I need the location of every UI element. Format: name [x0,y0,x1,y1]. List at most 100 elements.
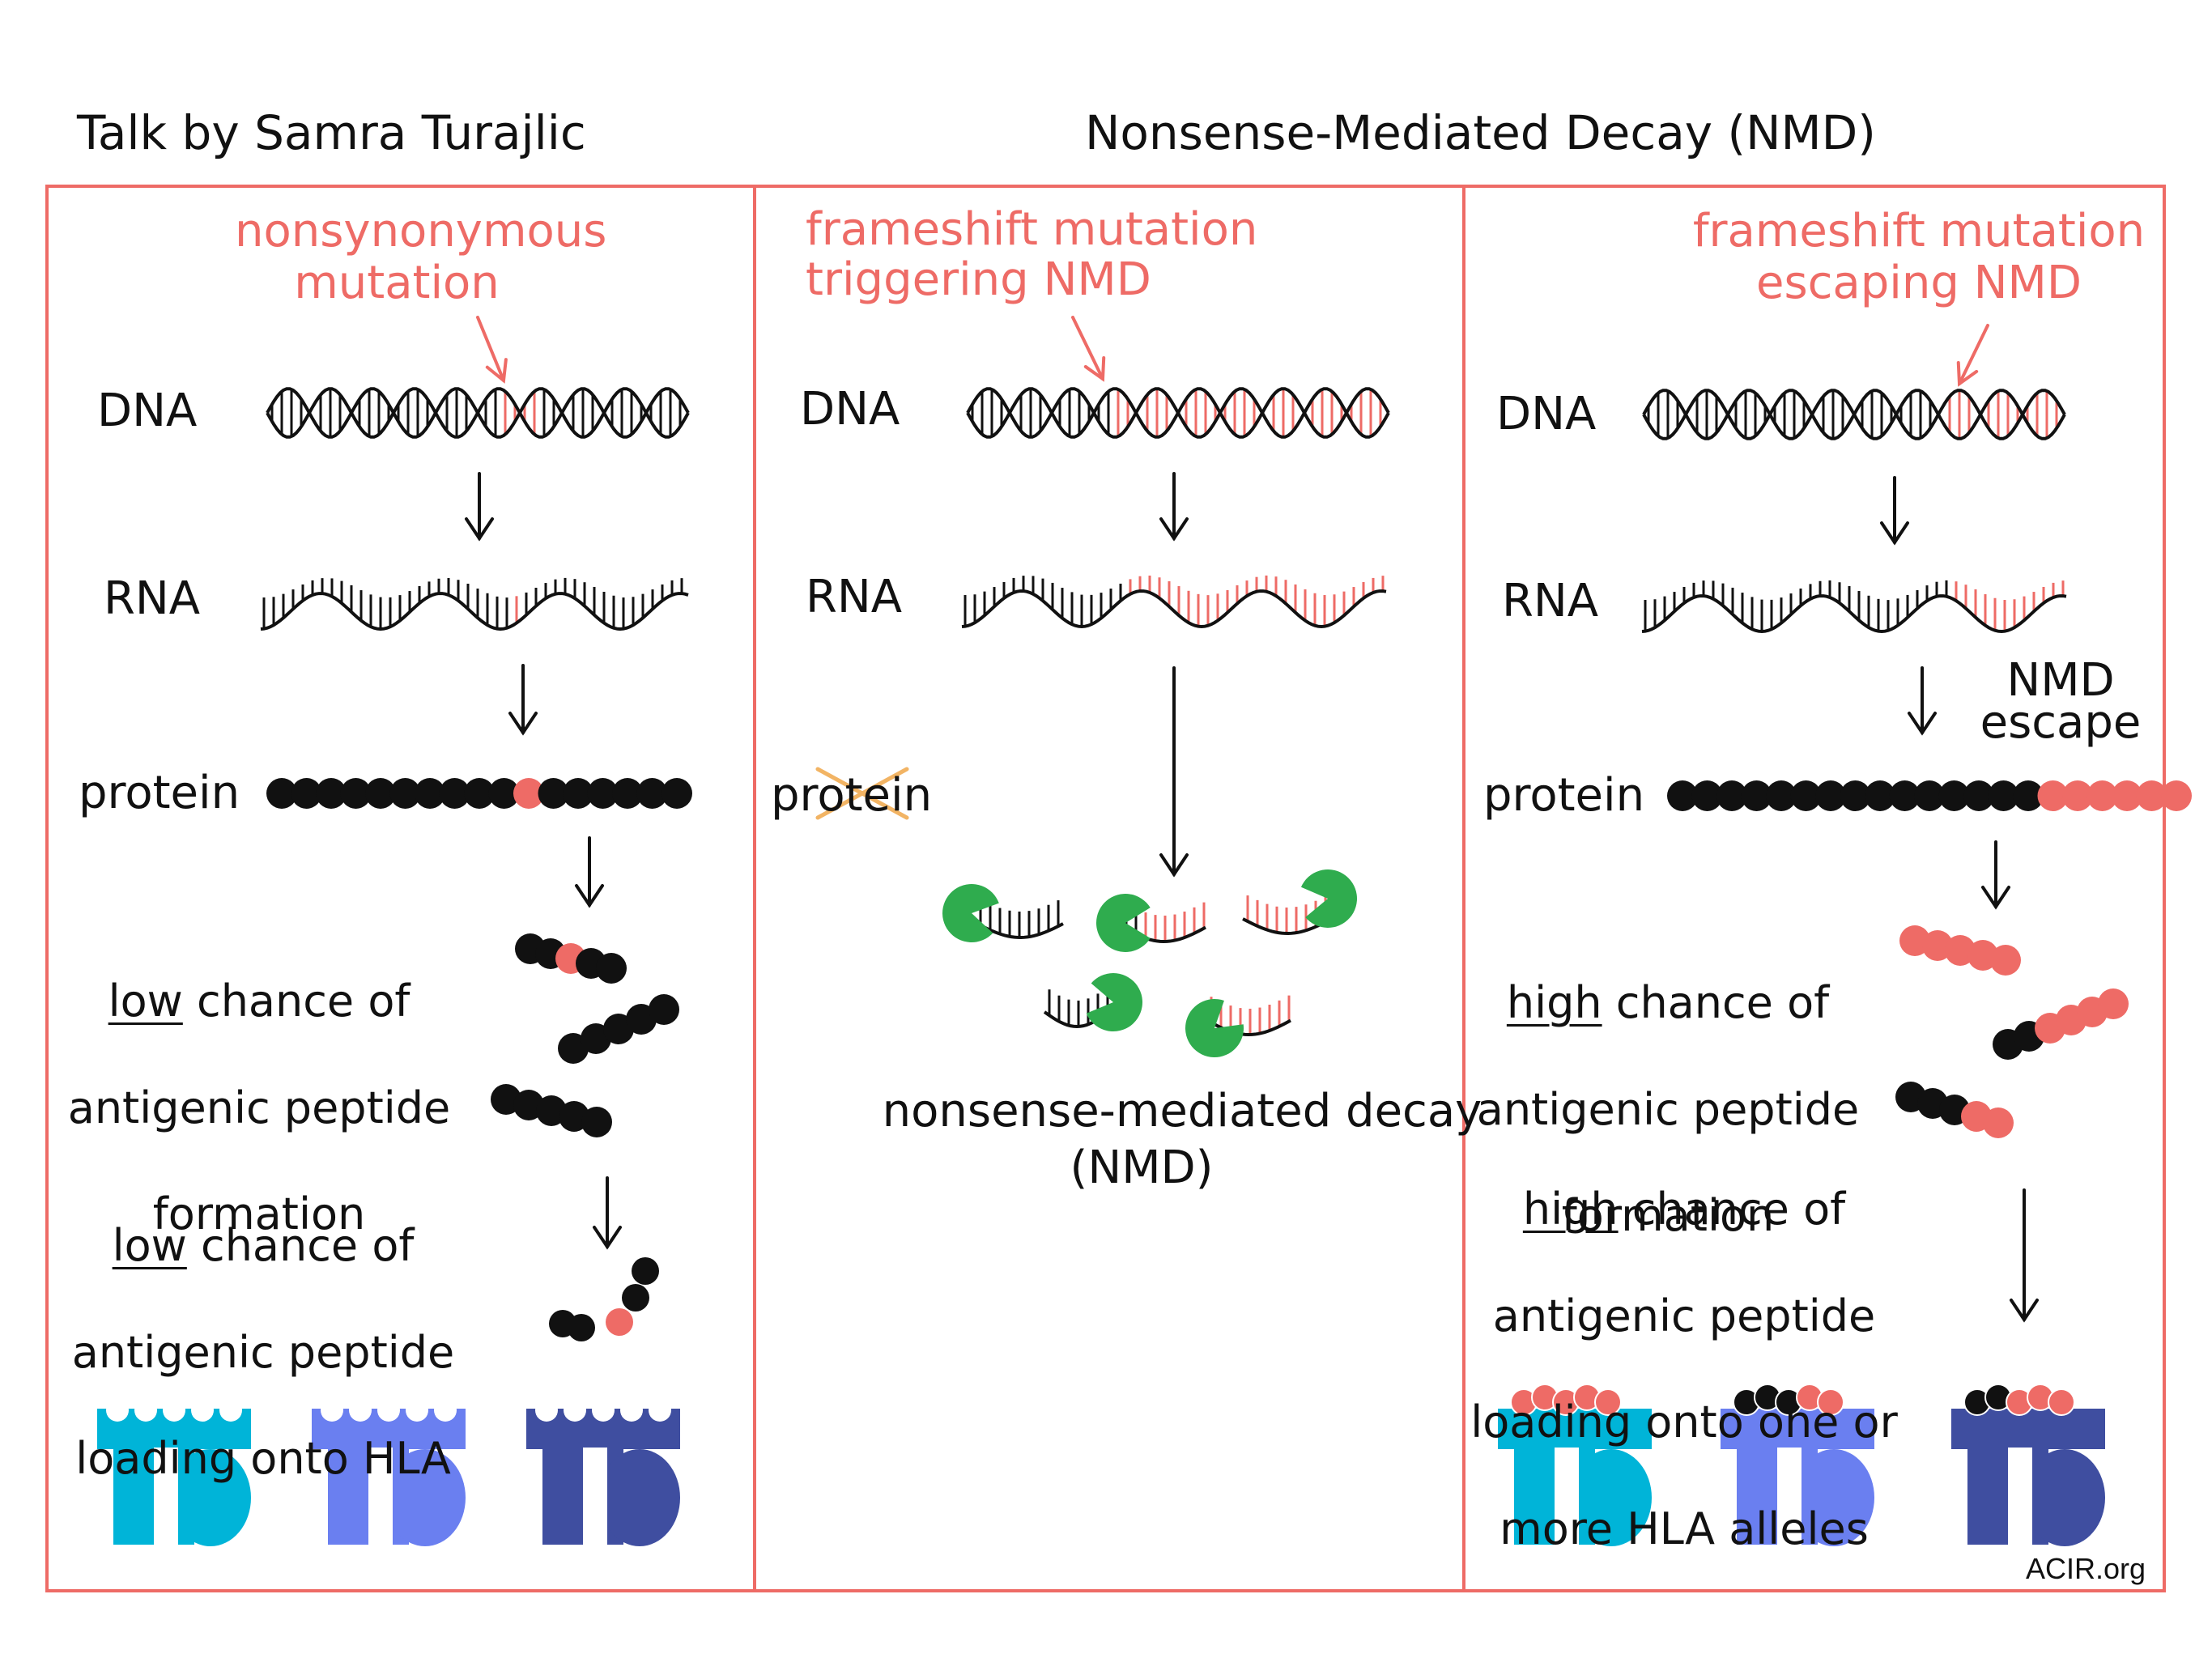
arrow-head [2010,1299,2039,1323]
panel3-arrow-dna-rna [1880,476,1909,546]
rna-strands [260,575,2067,634]
amino-acid-bead [1741,780,1772,811]
amino-acid-bead [1667,780,1698,811]
hla-groove-notch [321,1399,343,1422]
amino-acid-bead [513,778,544,809]
hla-gap [2008,1448,2032,1545]
rna-fragment-backbone [1242,917,1331,935]
hla-groove-notch [649,1399,671,1422]
panel3-nmd-escape-line1: NMD [2006,654,2115,707]
arrow-head [1981,886,2010,910]
arrow-head [575,884,604,908]
amino-acid-bead [2062,780,2093,811]
amino-acid-bead [2098,988,2129,1019]
rna-backbone [1641,594,2067,634]
panel3-loading-line1: chance of [1618,1183,1846,1235]
amino-acid-bead [563,778,593,809]
hla-molecules [97,1384,2105,1546]
panel1-arrow-peptide-hla [593,1176,622,1250]
panel1-peptide-emphasis: low [108,975,183,1027]
hla-groove-notch [620,1399,643,1422]
amino-acid-bead [1988,780,2019,811]
panel3-dna-label: DNA [1496,388,1597,440]
hla-groove-notch [535,1399,558,1422]
mutation-arrow-shaft [1071,316,1104,380]
dna-helices [266,387,2066,440]
amino-acid-bead [1691,780,1723,811]
exonuclease-pac [1086,973,1143,1032]
amino-acid-bead [622,1284,649,1312]
rna-fragment-backbone [975,921,1064,939]
panel3-hla-3 [1951,1384,2105,1546]
panel3-loading-emphasis: high [1522,1183,1619,1235]
panel1-dna-helix [266,387,690,439]
amino-acid-bead [340,778,372,809]
panel1-peptide-line3: formation [152,1188,366,1240]
nmd-fragment-1 [942,884,1064,942]
panel3-peptide-line3: formation [1561,1190,1775,1242]
panel2-protein-struck-label: protein [771,769,933,822]
hla-groove-notch [564,1399,586,1422]
amino-acid-bead [1889,780,1921,811]
hla-gap [154,1448,178,1545]
amino-acid-bead [636,778,668,809]
amino-acid-bead [1914,780,1945,811]
hla-groove-notch [434,1399,457,1422]
amino-acid-bead [1716,780,1747,811]
panel2-nmd-caption-line2: (NMD) [1070,1141,1214,1194]
panel1-hla-3 [526,1399,680,1546]
protein-strike-line-2 [815,767,909,820]
hla-groove-notch [134,1399,157,1422]
panel3-loading-line4: more HLA alleles [1499,1503,1869,1555]
panel1-arrow-rna-protein [508,664,538,736]
rna-fragment-backbone [1206,1018,1291,1037]
talk-credit: Talk by Samra Turajlic [77,105,586,160]
amino-acid-bead [488,778,520,809]
amino-acid-bead [606,1308,633,1336]
panel2-arrow-dna-rna [1159,472,1189,542]
panel-frames [45,185,2166,1592]
hla-groove-notch [349,1399,372,1422]
amino-acid-bead [1790,780,1822,811]
hla-beta2m [1793,1449,1874,1546]
panel1-hla-loading-text: low chance of antigenic peptide loading … [65,1166,462,1539]
protein-beads [266,778,2192,1341]
hla-groove-notch [406,1399,428,1422]
panel3-peptide-2 [1993,988,2129,1060]
mutation-arrow-shaft [1958,324,1989,385]
hla-groove-notch [163,1399,185,1422]
amino-acid-bead [1983,1107,2014,1138]
amino-acid-bead [587,778,619,809]
panel3-protein-chain [1667,780,2192,811]
panel3-arrow-peptide-hla [2010,1188,2039,1323]
hla-gap [1555,1448,1579,1545]
panel1-peptide-line1: chance of [182,975,410,1027]
amino-acid-bead [581,1107,612,1137]
arrow-head [465,517,494,542]
exonuclease-pac [1185,999,1244,1057]
panel1-peptide-line2: antigenic peptide [67,1082,451,1133]
hla-beta2m [1571,1449,1652,1546]
panel1-title-line1: nonsynonymous [235,205,607,257]
bound-peptide-bead [1594,1388,1622,1416]
hla-beta2m [385,1449,466,1546]
hla-alpha-chain [1967,1448,2008,1545]
panel3-arrow-protein-peptide [1981,840,2010,910]
amino-acid-bead [1766,780,1797,811]
hla-groove-notch [219,1399,242,1422]
panel2-mutation-arrow [1071,316,1106,382]
dna-strand [1642,389,2066,440]
panel3-mutation-arrow [1956,324,1989,387]
panel1-hla-2 [312,1399,466,1546]
hla-alpha-chain [1737,1448,1777,1545]
panel3-peptide-1 [1899,925,2021,976]
panel1-loading-line2: antigenic peptide [71,1326,455,1378]
amino-acid-bead [632,1257,659,1285]
panel3-arrow-rna-protein [1908,666,1937,736]
amino-acid-bead [464,778,495,809]
mutation-arrow-head [1083,356,1106,382]
arrow-head [508,712,538,736]
hla-gap [1777,1448,1802,1545]
panel3-loading-line2: antigenic peptide [1492,1290,1876,1341]
amino-acid-bead [1990,945,2021,976]
